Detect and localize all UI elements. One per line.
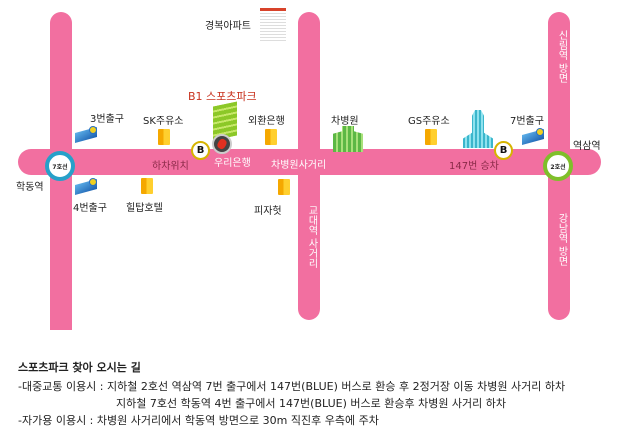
road-label-middle: 교대역 사거리 (306, 205, 317, 269)
station-yeoksam-label: 역삼역 (573, 141, 601, 152)
pizza-hut-label: 피자헛 (254, 206, 282, 217)
apartment-icon (260, 8, 286, 41)
exit3-icon (75, 126, 97, 143)
directions-car-line: -자가용 이용시 : 차병원 사거리에서 학동역 방면으로 30m 직진후 우측… (18, 414, 379, 427)
location-map: 교대역 사거리 신림역 방면 강남역 방면 7호선 2호선 학동역 역삼역 경복… (16, 8, 601, 330)
directions-public-line-1: -대중교통 이용시 : 지하철 2호선 역삼역 7번 출구에서 147번(BLU… (18, 380, 566, 393)
woori-bank-icon (212, 134, 232, 154)
exchange-bank-icon (265, 129, 277, 145)
exit4-icon (75, 178, 97, 195)
dropoff-label: 하차위치 (152, 161, 189, 172)
exit4-label: 4번출구 (73, 203, 107, 214)
sk-gas-label: SK주유소 (143, 116, 184, 127)
directions-section: 스포츠파크 찾아 오시는 길 -대중교통 이용시 : 지하철 2호선 역삼역 7… (18, 359, 565, 429)
cha-hospital-icon (333, 126, 363, 152)
gs-gas-icon (425, 129, 437, 145)
station-hakdong-label: 학동역 (16, 182, 44, 193)
road-label-right-top: 신림역 방면 (556, 30, 567, 84)
station-2-line-icon: 2호선 (543, 151, 573, 181)
intersection-label: 차병원사거리 (271, 160, 327, 171)
exchange-bank-label: 외환은행 (248, 116, 285, 127)
directions-title: 스포츠파크 찾아 오시는 길 (18, 361, 141, 374)
road-label-right-bottom: 강남역 방면 (556, 213, 567, 267)
station-7-line-icon: 7호선 (45, 151, 75, 181)
office-tower-icon (463, 110, 493, 148)
woori-bank-label: 우리은행 (214, 158, 251, 169)
exit3-label: 3번출구 (90, 114, 124, 125)
directions-public-line-2: 지하철 7호선 학동역 4번 출구에서 147번(BLUE) 버스로 환승후 차… (116, 397, 507, 410)
cha-hospital-label: 차병원 (331, 116, 359, 127)
hilltop-hotel-label: 힐탑호텔 (126, 203, 163, 214)
pizza-hut-icon (278, 179, 290, 195)
exit7-icon (522, 128, 544, 145)
hilltop-hotel-icon (141, 178, 153, 194)
exit7-label: 7번출구 (510, 116, 544, 127)
sportspark-label: B1 스포츠파크 (188, 90, 257, 103)
bus-stop-boarding-icon: B (494, 141, 513, 160)
boarding-label: 147번 승차 (449, 161, 499, 172)
sk-gas-icon (158, 129, 170, 145)
bus-stop-dropoff-icon: B (191, 141, 210, 160)
apartment-label: 경복아파트 (205, 21, 251, 32)
gs-gas-label: GS주유소 (408, 116, 450, 127)
